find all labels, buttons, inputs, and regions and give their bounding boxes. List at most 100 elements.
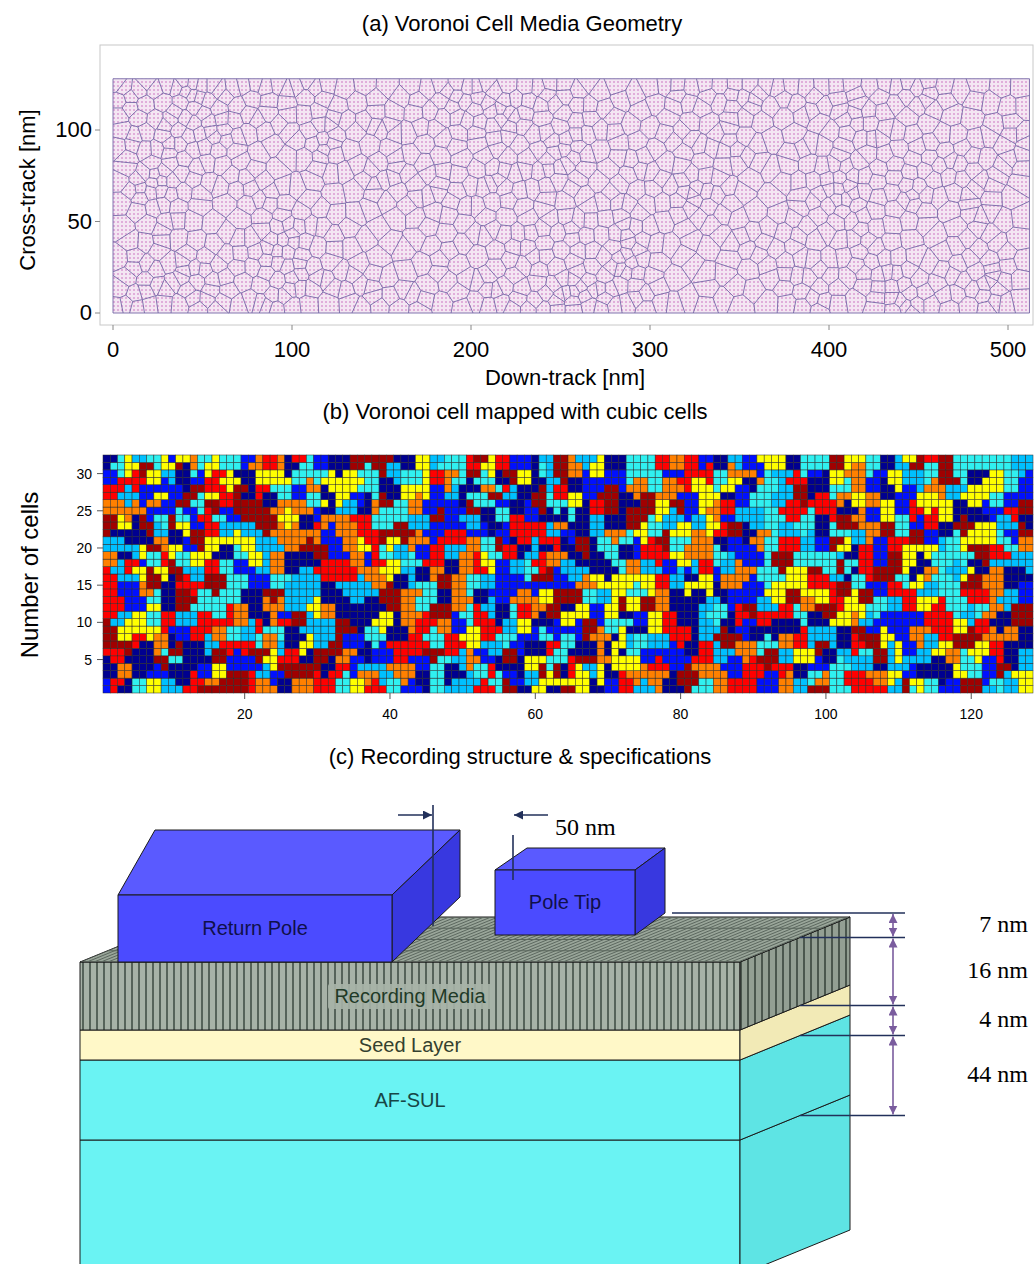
- cubic-cell: [989, 686, 996, 693]
- cubic-cell: [459, 686, 466, 693]
- cubic-cell: [510, 641, 517, 648]
- cubic-cell: [989, 678, 996, 685]
- cubic-cell: [132, 596, 139, 603]
- cubic-cell: [118, 626, 125, 633]
- cubic-cell: [837, 634, 844, 641]
- cubic-cell: [902, 589, 909, 596]
- cubic-cell: [118, 648, 125, 655]
- cubic-cell: [532, 589, 539, 596]
- cubic-cell: [699, 656, 706, 663]
- cubic-cell: [190, 656, 197, 663]
- cubic-cell: [721, 634, 728, 641]
- cubic-cell: [365, 648, 372, 655]
- cubic-cell: [168, 663, 175, 670]
- cubic-cell: [670, 619, 677, 626]
- cubic-cell: [997, 686, 1004, 693]
- cubic-cell: [851, 589, 858, 596]
- cubic-cell: [662, 626, 669, 633]
- cubic-cell: [655, 589, 662, 596]
- cubic-cell: [197, 648, 204, 655]
- cubic-cell: [1011, 678, 1018, 685]
- cubic-cell: [575, 619, 582, 626]
- cubic-cell: [1018, 641, 1025, 648]
- cubic-cell: [553, 619, 560, 626]
- cubic-cell: [815, 589, 822, 596]
- cubic-cell: [161, 648, 168, 655]
- cubic-cell: [764, 589, 771, 596]
- cubic-cell: [997, 581, 1004, 588]
- cubic-cell: [1011, 604, 1018, 611]
- cubic-cell: [553, 634, 560, 641]
- cubic-cell: [786, 604, 793, 611]
- cubic-cell: [968, 663, 975, 670]
- cubic-cell: [786, 611, 793, 618]
- cubic-cell: [670, 686, 677, 693]
- cubic-cell: [801, 678, 808, 685]
- cubic-cell: [750, 626, 757, 633]
- cubic-cell: [815, 678, 822, 685]
- cubic-cell: [670, 611, 677, 618]
- cubic-cell: [568, 611, 575, 618]
- cubic-cell: [939, 596, 946, 603]
- cubic-cell: [481, 634, 488, 641]
- cubic-cell: [873, 686, 880, 693]
- cubic-cell: [139, 641, 146, 648]
- cubic-cell: [931, 634, 938, 641]
- cubic-cell: [895, 626, 902, 633]
- cubic-cell: [495, 626, 502, 633]
- cubic-cell: [444, 611, 451, 618]
- cubic-cell: [553, 604, 560, 611]
- cubic-cell: [336, 611, 343, 618]
- cubic-cell: [713, 671, 720, 678]
- cubic-cell: [597, 678, 604, 685]
- cubic-cell: [553, 686, 560, 693]
- cubic-cell: [742, 619, 749, 626]
- cubic-cell: [931, 648, 938, 655]
- cubic-cell: [909, 611, 916, 618]
- cubic-cell: [1026, 656, 1033, 663]
- cubic-cell: [662, 641, 669, 648]
- cubic-cell: [125, 596, 132, 603]
- cubic-cell: [917, 581, 924, 588]
- cubic-cell: [692, 589, 699, 596]
- cubic-cell: [481, 581, 488, 588]
- cubic-cell: [750, 648, 757, 655]
- cubic-cell: [328, 589, 335, 596]
- cubic-cell: [771, 678, 778, 685]
- cubic-cell: [909, 581, 916, 588]
- cubic-cell: [1004, 678, 1011, 685]
- cubic-cell: [902, 619, 909, 626]
- cubic-cell: [989, 596, 996, 603]
- cubic-cell: [285, 678, 292, 685]
- cubic-cell: [495, 634, 502, 641]
- cubic-cell: [503, 581, 510, 588]
- cubic-cell: [648, 596, 655, 603]
- cubic-cell: [299, 626, 306, 633]
- cubic-cell: [474, 641, 481, 648]
- cubic-cell: [466, 574, 473, 581]
- cubic-cell: [256, 626, 263, 633]
- cubic-cell: [241, 641, 248, 648]
- cubic-cell: [561, 596, 568, 603]
- cubic-cell: [619, 604, 626, 611]
- cubic-cell: [590, 678, 597, 685]
- cubic-cell: [670, 626, 677, 633]
- cubic-cell: [939, 663, 946, 670]
- cubic-cell: [125, 663, 132, 670]
- cubic-cell: [248, 604, 255, 611]
- cubic-cell: [604, 671, 611, 678]
- cubic-cell: [328, 626, 335, 633]
- cubic-cell: [234, 581, 241, 588]
- cubic-cell: [583, 671, 590, 678]
- cubic-cell: [837, 656, 844, 663]
- cubic-cell: [801, 656, 808, 663]
- cubic-cell: [1026, 648, 1033, 655]
- cubic-cell: [1026, 641, 1033, 648]
- cubic-cell: [350, 686, 357, 693]
- cubic-cell: [270, 604, 277, 611]
- cubic-cell: [110, 648, 117, 655]
- cubic-cell: [771, 656, 778, 663]
- cubic-cell: [524, 648, 531, 655]
- cubic-cell: [721, 619, 728, 626]
- cubic-cell: [604, 648, 611, 655]
